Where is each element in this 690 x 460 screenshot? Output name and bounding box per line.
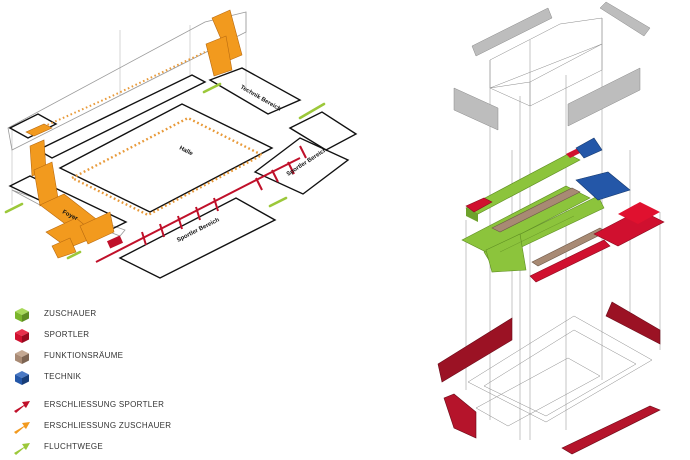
sportler-wall-left [437, 317, 513, 383]
arrow-icon [14, 443, 30, 455]
legend: ZUSCHAUER SPORTLER FUNKTIONSRÄUME TECHNI… [14, 306, 234, 460]
legend-item-funktionsraeume: FUNKTIONSRÄUME [14, 348, 234, 369]
legend-label: FUNKTIONSRÄUME [44, 351, 124, 360]
isometric-floor-plan: Technik Bereich Halle Sportler Bereich S… [4, 9, 358, 279]
plan-escape-routes [4, 82, 326, 260]
axo-function-floor [461, 137, 665, 283]
legend-label: FLUCHTWEGE [44, 442, 103, 451]
legend-item-erschliessung-zuschauer: ERSCHLIESSUNG ZUSCHAUER [14, 418, 234, 439]
technik-block-front [575, 171, 631, 201]
room-sportler-right [253, 137, 350, 195]
cube-icon [15, 329, 29, 343]
technik-block-back [575, 137, 603, 159]
cube-icon [15, 371, 29, 385]
sportler-wall-right [605, 301, 661, 345]
sportler-block-back [465, 197, 493, 213]
legend-item-technik: TECHNIK [14, 369, 234, 390]
label-halle: Halle [178, 145, 194, 157]
arrow-icon [14, 422, 30, 434]
arrow-icon [14, 401, 30, 413]
legend-label: TECHNIK [44, 372, 82, 381]
legend-item-sportler: SPORTLER [14, 327, 234, 348]
room-technik [208, 67, 302, 115]
axo-grey-panels [453, 1, 651, 131]
room-back-left [8, 113, 58, 139]
cube-icon [15, 350, 29, 364]
room-back-bar [36, 74, 207, 159]
legend-item-fluchtwege: FLUCHTWEGE [14, 439, 234, 460]
legend-item-erschliessung-sportler: ERSCHLIESSUNG SPORTLER [14, 397, 234, 418]
sportler-wall-front-left [443, 393, 477, 439]
axo-lower-floor [437, 301, 661, 455]
plan-spectator-access [25, 9, 243, 259]
label-technik-bereich: Technik Bereich [239, 85, 282, 113]
legend-label: ZUSCHAUER [44, 309, 97, 318]
legend-label: SPORTLER [44, 330, 90, 339]
exploded-axonometric [437, 1, 665, 455]
cube-icon [15, 308, 29, 322]
room-hall-outer [58, 103, 274, 213]
sportler-wall-front [561, 405, 661, 455]
room-right-top [288, 111, 358, 151]
upper-dotted-line [35, 51, 206, 131]
hall-spectator-dotted-line [69, 116, 265, 217]
legend-label: ERSCHLIESSUNG SPORTLER [44, 400, 165, 409]
funktion-block-back [491, 187, 581, 233]
label-sportler-bereich-front: Sportler Bereich [176, 217, 221, 244]
room-sportler-front [118, 197, 277, 279]
sportler-block-front [529, 239, 611, 283]
plan-athlete-access [95, 145, 307, 263]
legend-label: ERSCHLIESSUNG ZUSCHAUER [44, 421, 172, 430]
athlete-entry-marker [106, 235, 124, 249]
legend-item-zuschauer: ZUSCHAUER [14, 306, 234, 327]
